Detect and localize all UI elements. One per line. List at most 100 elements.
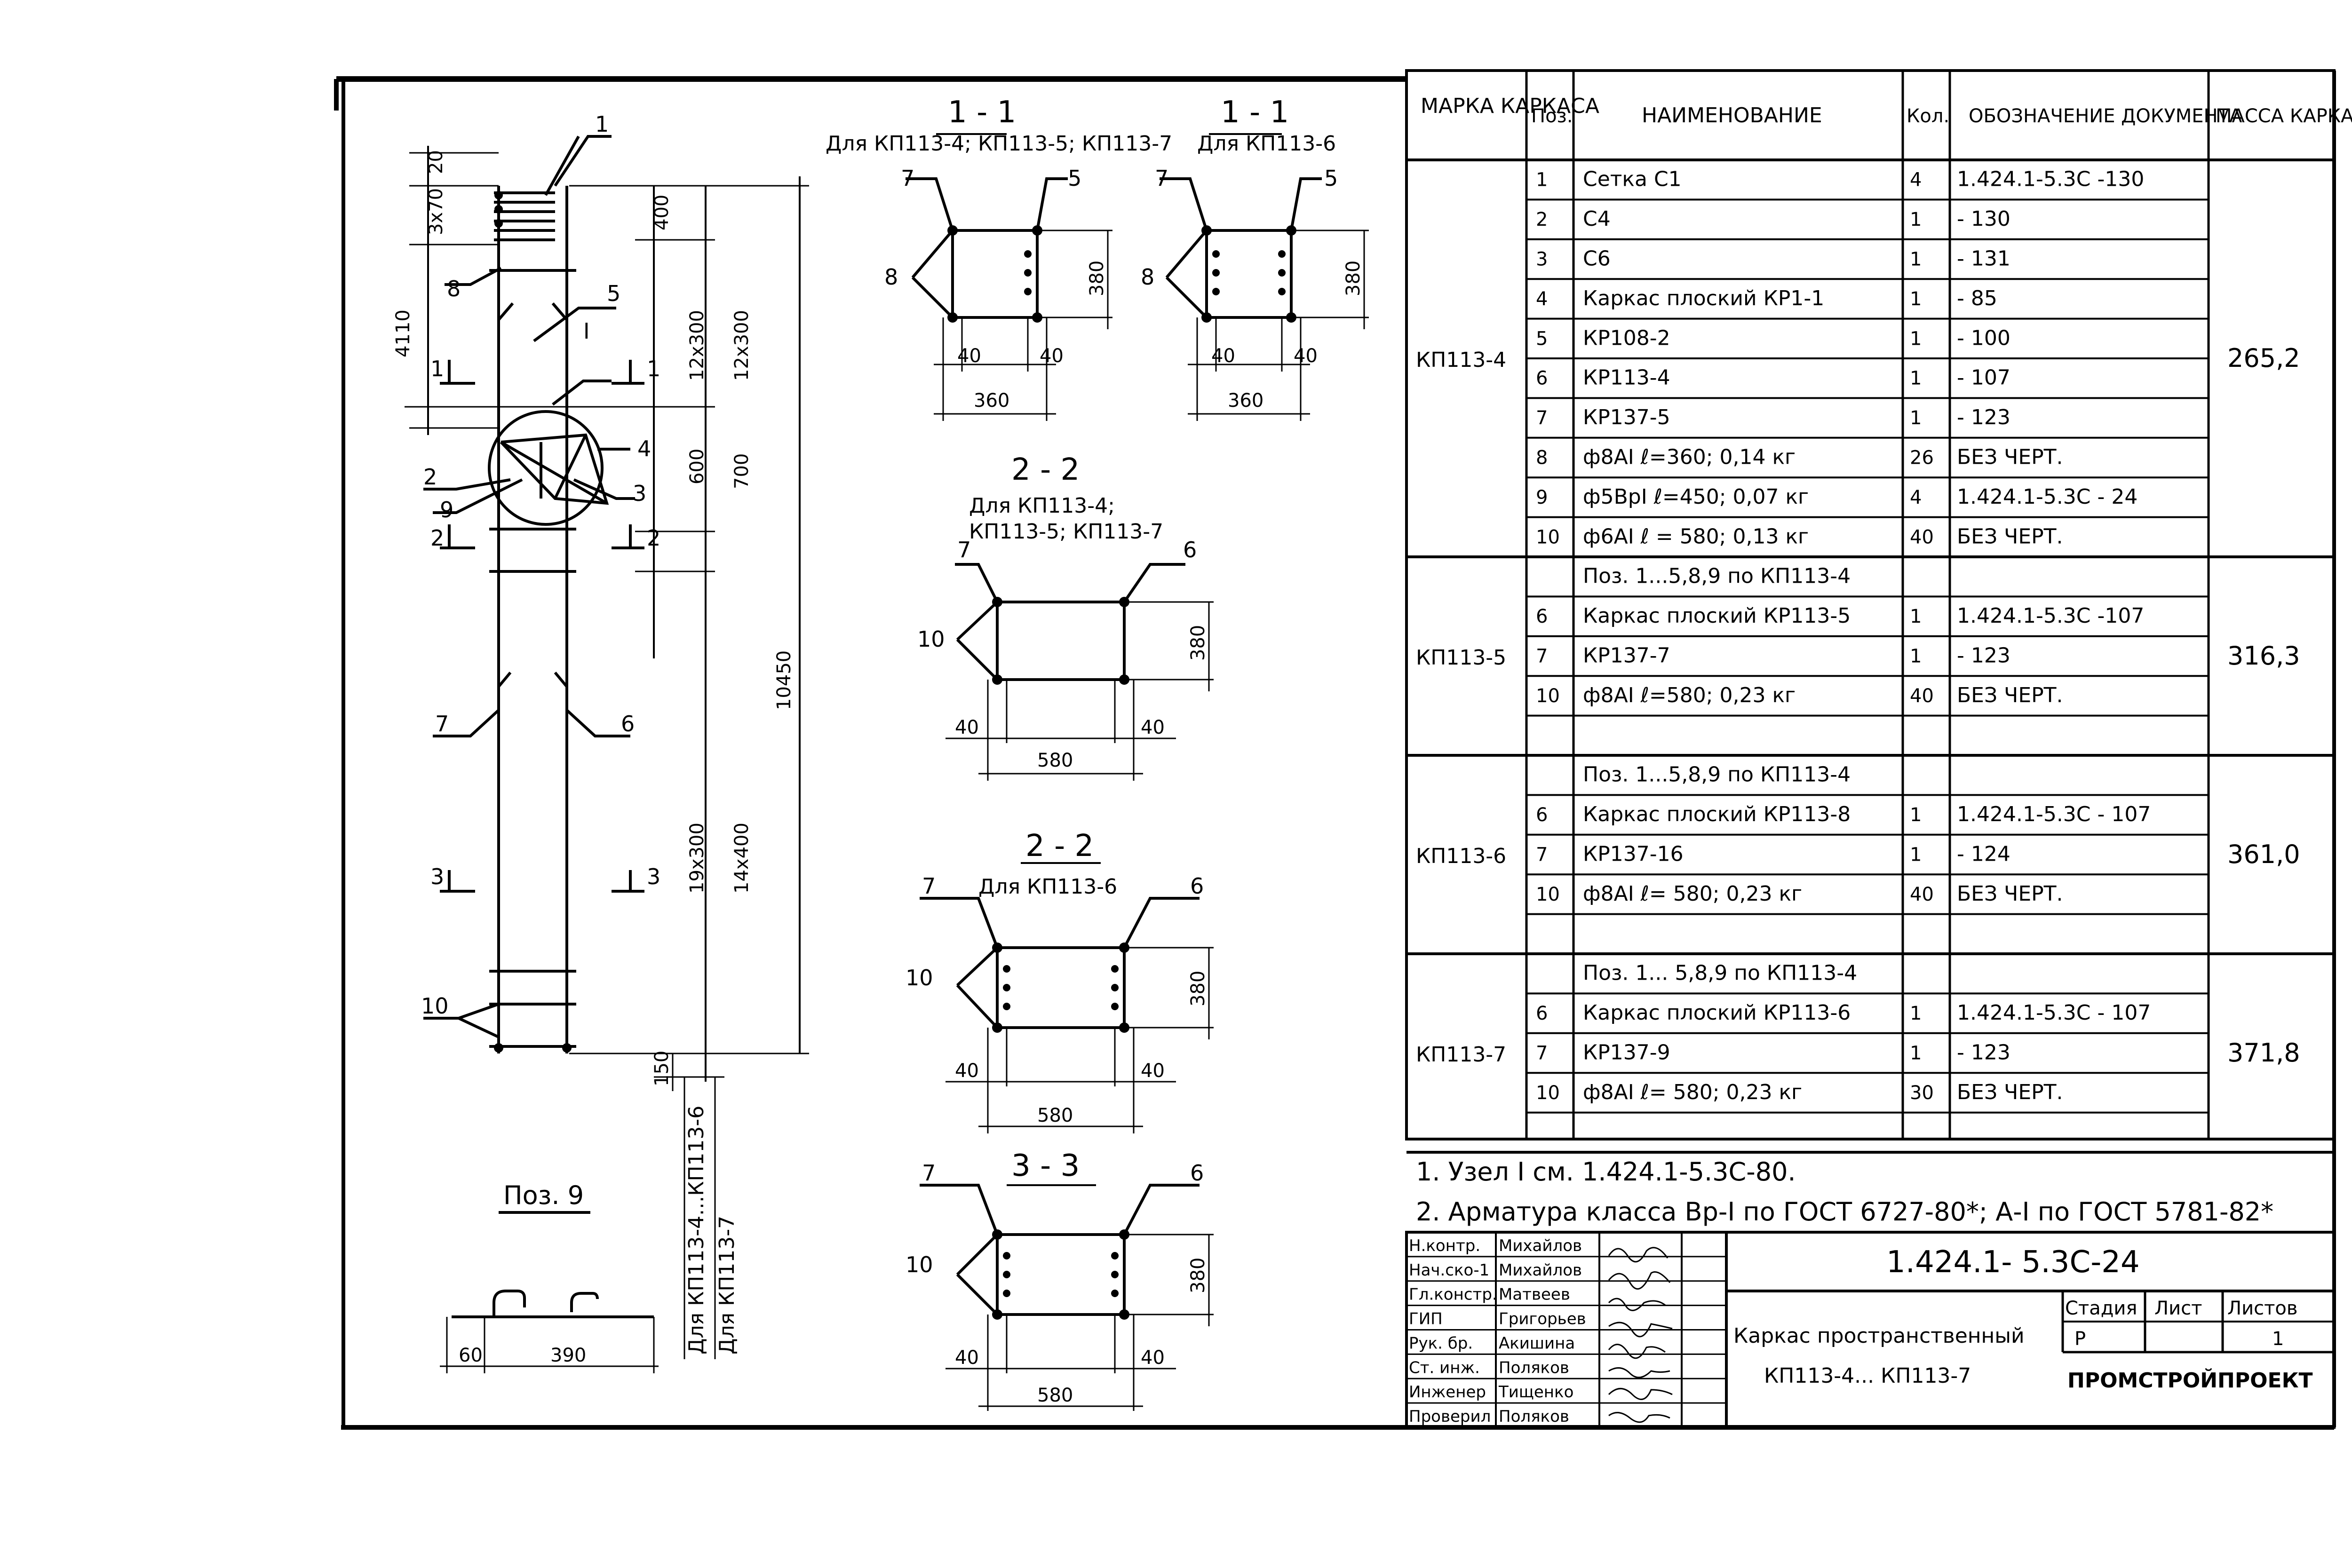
spec-cell-name: С6 [1583,247,1611,271]
tb-person: Поляков [1499,1407,1569,1426]
s11b-dim-40b: 40 [1294,345,1318,367]
s22a-leader-6: 6 [1183,537,1197,562]
spec-cell-name: ф8АI ℓ=360; 0,14 кг [1583,445,1796,469]
tb-role: ГИП [1409,1310,1443,1329]
s22b-leader-6: 6 [1190,873,1204,899]
leader-9: 9 [440,497,453,523]
tb-role: Рук. бр. [1409,1334,1473,1353]
hdr-qty: Кол. [1907,105,1949,127]
spec-cell-name: КР137-9 [1583,1041,1670,1065]
s33-dim-40b: 40 [1141,1347,1165,1369]
spec-cell-qty: 1 [1910,646,1922,667]
spec-cell-doc: 1.424.1-5.3С - 24 [1957,485,2137,509]
poz9-detail [440,1211,659,1373]
main-elevation-labels: 1 8 5 I 4 2 9 3 7 6 10 1 1 2 2 3 3 20 3x… [392,111,795,1354]
tb-person: Поляков [1499,1358,1569,1377]
tb-role: Нач.ско-1 [1409,1261,1489,1280]
spec-cell-doc: - 123 [1957,1041,2010,1065]
s33-dim-380: 380 [1187,1258,1209,1293]
hdr-pos: Поз. [1531,105,1573,127]
spec-cell-pos: 10 [1536,685,1560,707]
spec-mass: 265,2 [2227,343,2300,373]
spec-cell-doc: 1.424.1-5.3С - 107 [1957,1001,2151,1025]
spec-cell-pos: 10 [1536,526,1560,548]
section-1-1a-title: 1 - 1 [948,95,1016,130]
leader-6: 6 [621,711,635,736]
section-1-1b-sub: Для КП113-6 [1197,132,1336,156]
s11b-dim-40a: 40 [1211,345,1235,367]
spec-cell-pos: 6 [1536,1003,1548,1024]
section-1-1b-title: 1 - 1 [1221,95,1289,130]
spec-cell-qty: 40 [1910,526,1934,548]
leader-7: 7 [435,711,449,736]
spec-cell-qty: 1 [1910,249,1922,270]
spec-cell-qty: 1 [1910,407,1922,429]
spec-cell-pos: 6 [1536,804,1548,826]
spec-cell-qty: 40 [1910,884,1934,905]
spec-cell-pos: 7 [1536,1043,1548,1064]
spec-cell-name: Каркас плоский КР1-1 [1583,286,1824,310]
spec-cell-pos: 6 [1536,368,1548,389]
tb-role: Н.контр. [1409,1236,1480,1255]
section-2-2a-title: 2 - 2 [1011,452,1080,487]
spec-cell-name: ф6АI ℓ = 580; 0,13 кг [1583,524,1809,548]
spec-cell-pos: 9 [1536,487,1548,508]
spec-cell-qty: 26 [1910,447,1934,469]
spec-cell-doc: - 124 [1957,842,2010,866]
tb-role: Инженер [1409,1383,1486,1402]
spec-cell-pos: 7 [1536,646,1548,667]
leader-1: 1 [595,111,609,137]
leader-5: 5 [607,281,620,306]
spec-cell-qty: 1 [1910,1003,1922,1024]
s11a-leader-5: 5 [1068,166,1081,191]
spec-cell-doc: БЕЗ ЧЕРТ. [1957,1080,2063,1104]
s22a-leader-10: 10 [917,626,945,652]
spec-cell-doc: 1.424.1-5.3С - 107 [1957,802,2151,826]
cut-2-right: 2 [647,525,660,551]
spec-cell-qty: 1 [1910,606,1922,627]
tb-role: Ст. инж. [1409,1358,1480,1377]
spec-table-grid [1405,69,2336,1140]
spec-cell-name: ф8АI ℓ=580; 0,23 кг [1583,683,1796,707]
title-line2: КП113-4... КП113-7 [1764,1364,1971,1388]
signatures [1608,1247,1673,1423]
spec-cell-qty: 1 [1910,209,1922,230]
spec-mass: 361,0 [2227,839,2300,869]
spec-cell-qty: 30 [1910,1082,1934,1104]
s11a-leader-8: 8 [884,264,898,290]
stage-label: Стадия [2065,1298,2137,1319]
s33-leader-7: 7 [922,1160,936,1186]
section-2-2a-sub: Для КП113-4; [969,494,1115,518]
spec-cell-qty: 1 [1910,328,1922,349]
leader-8: 8 [447,276,461,301]
note-kp113-7: Для КП113-7 [715,1216,739,1354]
hdr-name: НАИМЕНОВАНИЕ [1642,103,1822,127]
s22b-dim-40a: 40 [955,1060,979,1082]
leader-4: 4 [637,436,651,461]
dim-12x300-a: 12x300 [686,310,708,381]
spec-cell-doc: - 123 [1957,644,2010,668]
spec-cell-name: КР137-16 [1583,842,1684,866]
s33-leader-6: 6 [1190,1160,1204,1186]
hdr-mark: МАРКА КАРКАСА [1421,94,1599,118]
tb-person: Тищенко [1498,1383,1573,1402]
s22a-dim-40a: 40 [955,717,979,738]
spec-cell-name: Поз. 1...5,8,9 по КП113-4 [1583,564,1851,588]
section-1-1a-sub: Для КП113-4; КП113-5; КП113-7 [826,132,1172,156]
s11a-dim-40a: 40 [957,345,981,367]
spec-cell-name: Поз. 1...5,8,9 по КП113-4 [1583,763,1851,787]
s11a-dim-380: 380 [1086,261,1108,296]
spec-cell-qty: 1 [1910,804,1922,826]
spec-cell-pos: 8 [1536,447,1548,469]
spec-mass: 316,3 [2227,641,2300,671]
sheets-value: 1 [2272,1328,2284,1350]
poz9-title: Поз. 9 [503,1180,584,1210]
leader-10: 10 [421,993,449,1019]
cut-3-left: 3 [430,864,444,889]
s22b-dim-40b: 40 [1141,1060,1165,1082]
spec-cell-qty: 1 [1910,844,1922,866]
dim-20: 20 [425,150,447,174]
spec-cell-name: ф8АI ℓ= 580; 0,23 кг [1583,1080,1802,1104]
dim-10450: 10450 [773,650,795,710]
